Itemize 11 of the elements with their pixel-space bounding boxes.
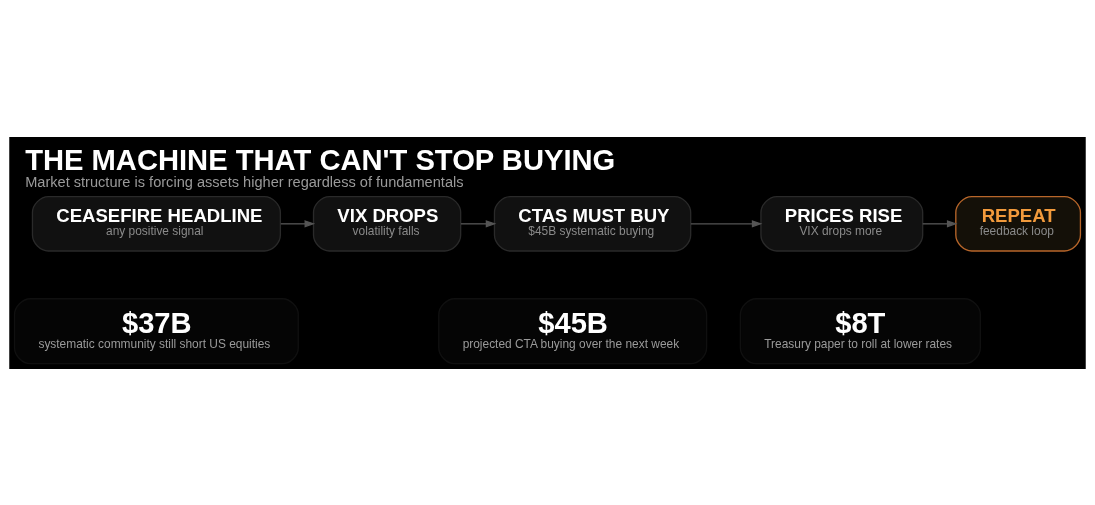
arrow [922, 219, 958, 228]
arrow [460, 219, 497, 228]
node-box: CEASEFIRE HEADLINE any positive signal [31, 195, 282, 252]
node-box: CTAS MUST BUY $45B systematic buying [493, 195, 692, 252]
node-box: PRICES RISE VIX drops more [760, 195, 924, 252]
node-box: VIX DROPS volatility falls [312, 195, 462, 252]
arrow [280, 219, 316, 228]
diagram-title: THE MACHINE THAT CAN'T STOP BUYING [25, 143, 616, 176]
arrow [690, 219, 763, 228]
node-box: REPEAT feedback loop [955, 195, 1082, 252]
caption: Market structure is forcing assets higher regardless of fundamentals [25, 173, 464, 190]
